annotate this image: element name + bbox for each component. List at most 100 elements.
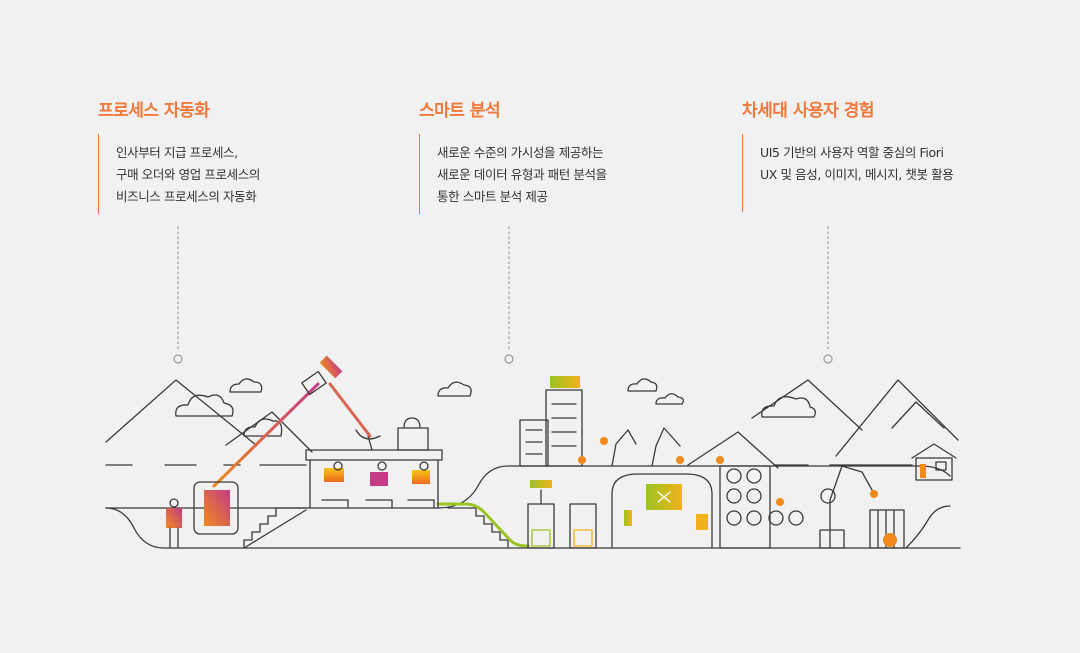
desk bbox=[365, 499, 393, 509]
roller bbox=[746, 510, 762, 526]
desk bbox=[407, 499, 435, 509]
feature-description: UI5 기반의 사용자 역할 중심의 Fiori UX 및 음성, 이미지, 메… bbox=[742, 134, 1042, 212]
stair bbox=[447, 507, 509, 549]
feature-title: 스마트 분석 bbox=[419, 101, 501, 121]
roller bbox=[788, 510, 804, 526]
conveyor-frame bbox=[719, 465, 771, 549]
server-indicator bbox=[573, 529, 593, 547]
roller bbox=[746, 468, 762, 484]
robot-joint bbox=[820, 488, 836, 504]
hill bbox=[905, 505, 951, 549]
cloud bbox=[627, 378, 658, 392]
robot-arm bbox=[651, 427, 681, 467]
cloud bbox=[229, 378, 263, 393]
worker bbox=[377, 461, 387, 471]
roller bbox=[746, 488, 762, 504]
desk bbox=[321, 499, 349, 509]
stair bbox=[243, 509, 307, 549]
mountain bbox=[105, 379, 257, 446]
satellite-body bbox=[301, 370, 327, 396]
city-block bbox=[519, 376, 586, 467]
mountain bbox=[687, 431, 779, 469]
feature-description-line: UX 및 음성, 이미지, 메시지, 챗봇 활용 bbox=[760, 167, 954, 182]
worker bbox=[333, 461, 343, 471]
mountains bbox=[105, 379, 959, 469]
cloud bbox=[761, 396, 816, 418]
roller bbox=[726, 468, 742, 484]
cloud bbox=[655, 393, 684, 405]
connector-dot bbox=[504, 354, 514, 364]
connector-dot bbox=[173, 354, 183, 364]
roof bbox=[305, 449, 443, 461]
feature-smart-analytics: 스마트 분석 새로운 수준의 가시성을 제공하는 새로운 데이터 유형과 패턴 … bbox=[419, 96, 719, 214]
robot-arm bbox=[611, 429, 637, 467]
feature-description-line: 통한 스마트 분석 제공 bbox=[437, 189, 548, 204]
mountain bbox=[751, 379, 863, 431]
desk-screen bbox=[324, 468, 344, 482]
satellite-panel bbox=[319, 355, 343, 379]
feature-title: 차세대 사용자 경험 bbox=[742, 101, 874, 121]
robot-joint bbox=[870, 490, 878, 498]
satellite-dish-icon bbox=[355, 429, 381, 451]
house-icon bbox=[911, 443, 957, 481]
feature-description: 인사부터 지급 프로세스, 구매 오더와 영업 프로세스의 비즈니스 프로세스의… bbox=[98, 134, 398, 214]
server-indicator bbox=[531, 529, 551, 547]
tower-sign bbox=[550, 376, 580, 388]
basket-icon bbox=[869, 509, 905, 549]
mountain bbox=[835, 379, 959, 457]
robot-base bbox=[819, 529, 845, 549]
person-body bbox=[624, 510, 632, 526]
robot-arm bbox=[829, 465, 873, 549]
building bbox=[519, 419, 549, 467]
cloud bbox=[243, 418, 283, 437]
mountain bbox=[891, 401, 945, 429]
satellite-beam bbox=[212, 382, 320, 488]
connector-lines bbox=[177, 226, 829, 353]
feature-process-automation: 프로세스 자동화 인사부터 지급 프로세스, 구매 오더와 영업 프로세스의 비… bbox=[98, 96, 398, 214]
worker bbox=[419, 461, 429, 471]
cloud bbox=[437, 381, 472, 397]
feature-title: 프로세스 자동화 bbox=[98, 101, 210, 121]
document-frame bbox=[193, 481, 239, 535]
feature-description-line: UI5 기반의 사용자 역할 중심의 Fiori bbox=[760, 145, 944, 160]
satellite-beam bbox=[328, 382, 372, 438]
person-body bbox=[696, 514, 708, 530]
ux-room bbox=[611, 473, 713, 549]
wifi-icon bbox=[530, 480, 552, 488]
workstations bbox=[321, 461, 435, 509]
roller bbox=[768, 510, 784, 526]
connector-dot bbox=[823, 354, 833, 364]
feature-description-line: 비즈니스 프로세스의 자동화 bbox=[116, 189, 257, 204]
ground bbox=[105, 507, 961, 549]
rooftop-dome bbox=[403, 417, 421, 429]
package bbox=[776, 498, 784, 506]
document-stack bbox=[204, 490, 230, 526]
robot-arms bbox=[600, 427, 878, 549]
robot-joint bbox=[676, 456, 684, 464]
feature-description-line: 새로운 수준의 가시성을 제공하는 bbox=[437, 145, 604, 160]
conveyor bbox=[719, 465, 804, 549]
connector-dots bbox=[173, 354, 833, 364]
data-pipe bbox=[436, 502, 530, 548]
desk-screen bbox=[412, 470, 430, 484]
rooftop-box bbox=[397, 427, 429, 451]
clouds bbox=[175, 378, 816, 437]
close-icon bbox=[657, 491, 671, 503]
server-area bbox=[527, 480, 597, 549]
hill bbox=[437, 465, 951, 509]
roller bbox=[726, 510, 742, 526]
robot-joint bbox=[600, 437, 608, 445]
person-body bbox=[166, 508, 182, 528]
feature-description: 새로운 수준의 가시성을 제공하는 새로운 데이터 유형과 패턴 분석을 통한 … bbox=[419, 134, 719, 214]
person-head bbox=[169, 498, 179, 508]
tower bbox=[545, 389, 583, 467]
office-building bbox=[305, 417, 443, 509]
document-area bbox=[166, 481, 239, 549]
feature-description-line: 구매 오더와 영업 프로세스의 bbox=[116, 167, 260, 182]
mountain bbox=[225, 411, 313, 453]
feature-description-line: 인사부터 지급 프로세스, bbox=[116, 145, 238, 160]
roller bbox=[726, 488, 742, 504]
cloud bbox=[175, 394, 234, 417]
robot-joint bbox=[716, 456, 724, 464]
